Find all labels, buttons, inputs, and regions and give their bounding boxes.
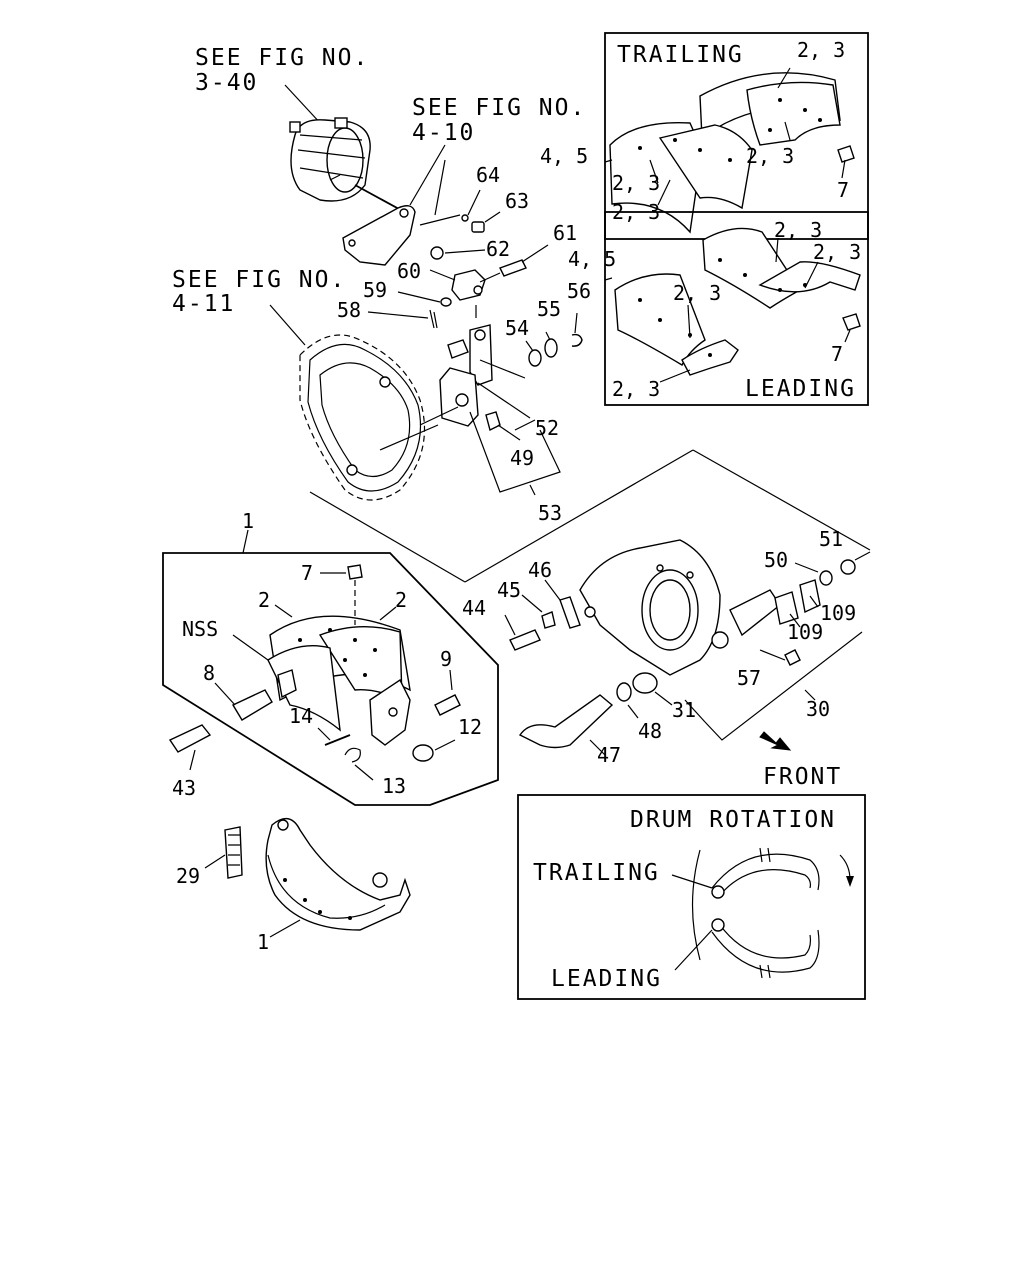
callout-labels: 64 63 62 61 60 59 58 56 55 54 52 49 53 2… (172, 38, 861, 954)
callout-57: 57 (737, 666, 761, 690)
callout-59: 59 (363, 278, 387, 302)
lower-shoe-drawing (265, 817, 411, 938)
callout-31: 31 (672, 698, 696, 722)
drum-rotation-trailing: TRAILING (533, 860, 660, 886)
callout-leading-2-3-d: 2, 3 (612, 377, 660, 401)
spider-assembly-drawing (504, 539, 871, 756)
callout-8: 8 (203, 661, 215, 685)
ref-fig-3-40-line2: 3-40 (195, 70, 258, 96)
ref-fig-3-40-line1: SEE FIG NO. (195, 45, 369, 71)
callout-9: 9 (440, 647, 452, 671)
callout-54: 54 (505, 316, 529, 340)
callout-63: 63 (505, 189, 529, 213)
callout-leading-2-3-b: 2, 3 (813, 240, 861, 264)
callout-leading-2-3-c: 2, 3 (673, 281, 721, 305)
inset-trailing-box: TRAILING (604, 32, 869, 240)
ref-fig-4-11-line2: 4-11 (172, 291, 235, 317)
ref-fig-4-10-line2: 4-10 (412, 120, 475, 146)
front-label: FRONT (763, 764, 842, 790)
inset-trailing-title: TRAILING (617, 42, 744, 68)
callout-leading-4-5: 4, 5 (568, 247, 616, 271)
callout-50: 50 (764, 548, 788, 572)
ref-fig-4-10: SEE FIG NO. 4-10 (412, 95, 586, 146)
callout-55: 55 (537, 297, 561, 321)
callout-1-top: 1 (242, 509, 254, 533)
callout-48: 48 (638, 719, 662, 743)
brake-chamber-drawing (284, 84, 461, 266)
callout-52: 52 (535, 416, 559, 440)
callout-12: 12 (458, 715, 482, 739)
callout-64: 64 (476, 163, 500, 187)
callout-43: 43 (172, 776, 196, 800)
callout-109-a: 109 (820, 601, 856, 625)
callout-53: 53 (538, 501, 562, 525)
callout-trailing-7: 7 (837, 178, 849, 202)
ref-fig-4-10-line1: SEE FIG NO. (412, 95, 586, 121)
callout-56: 56 (567, 279, 591, 303)
callout-trailing-2-3-d: 2, 3 (612, 200, 660, 224)
callout-62: 62 (486, 237, 510, 261)
rotation-arrow-icon (846, 876, 854, 887)
front-arrow-icon (759, 731, 792, 751)
callout-61: 61 (553, 221, 577, 245)
callout-nss: NSS (182, 617, 218, 641)
callout-trailing-2-3-b: 2, 3 (746, 144, 794, 168)
callout-47: 47 (597, 743, 621, 767)
ref-fig-3-40: SEE FIG NO. 3-40 (195, 45, 369, 96)
callout-29: 29 (176, 864, 200, 888)
callout-7: 7 (301, 561, 313, 585)
callout-13: 13 (382, 774, 406, 798)
callout-58: 58 (337, 298, 361, 322)
inset-leading-box: LEADING (604, 211, 869, 406)
shoe-assembly-box (162, 529, 499, 806)
callout-51: 51 (819, 527, 843, 551)
part-29-spring (204, 826, 243, 879)
drum-rotation-leading: LEADING (551, 966, 662, 992)
drum-rotation-box: DRUM ROTATION TRAILING LEADING (517, 794, 866, 1000)
callout-46: 46 (528, 558, 552, 582)
front-indicator: FRONT (759, 731, 842, 790)
drum-rotation-title: DRUM ROTATION (630, 807, 836, 833)
callout-30: 30 (806, 697, 830, 721)
callout-trailing-2-3-c: 2, 3 (612, 171, 660, 195)
ref-fig-4-11: SEE FIG NO. 4-11 (172, 267, 346, 317)
callout-1-bottom: 1 (257, 930, 269, 954)
callout-trailing-2-3-a: 2, 3 (797, 38, 845, 62)
callout-45: 45 (497, 578, 521, 602)
callout-109-b: 109 (787, 620, 823, 644)
callout-2-right: 2 (395, 588, 407, 612)
part-43-drawing (168, 724, 212, 771)
callout-14: 14 (289, 704, 313, 728)
callout-2-left: 2 (258, 588, 270, 612)
callout-44: 44 (462, 596, 486, 620)
callout-leading-7: 7 (831, 342, 843, 366)
callout-trailing-4-5: 4, 5 (540, 144, 588, 168)
ref-fig-4-11-line1: SEE FIG NO. (172, 267, 346, 293)
spider-group-bracket (309, 491, 466, 583)
inset-leading-title: LEADING (745, 376, 856, 402)
dust-shield-drawing (269, 304, 439, 501)
linkage-parts-drawing (367, 189, 583, 496)
callout-60: 60 (397, 259, 421, 283)
callout-49: 49 (510, 446, 534, 470)
callout-leading-2-3-a: 2, 3 (774, 218, 822, 242)
